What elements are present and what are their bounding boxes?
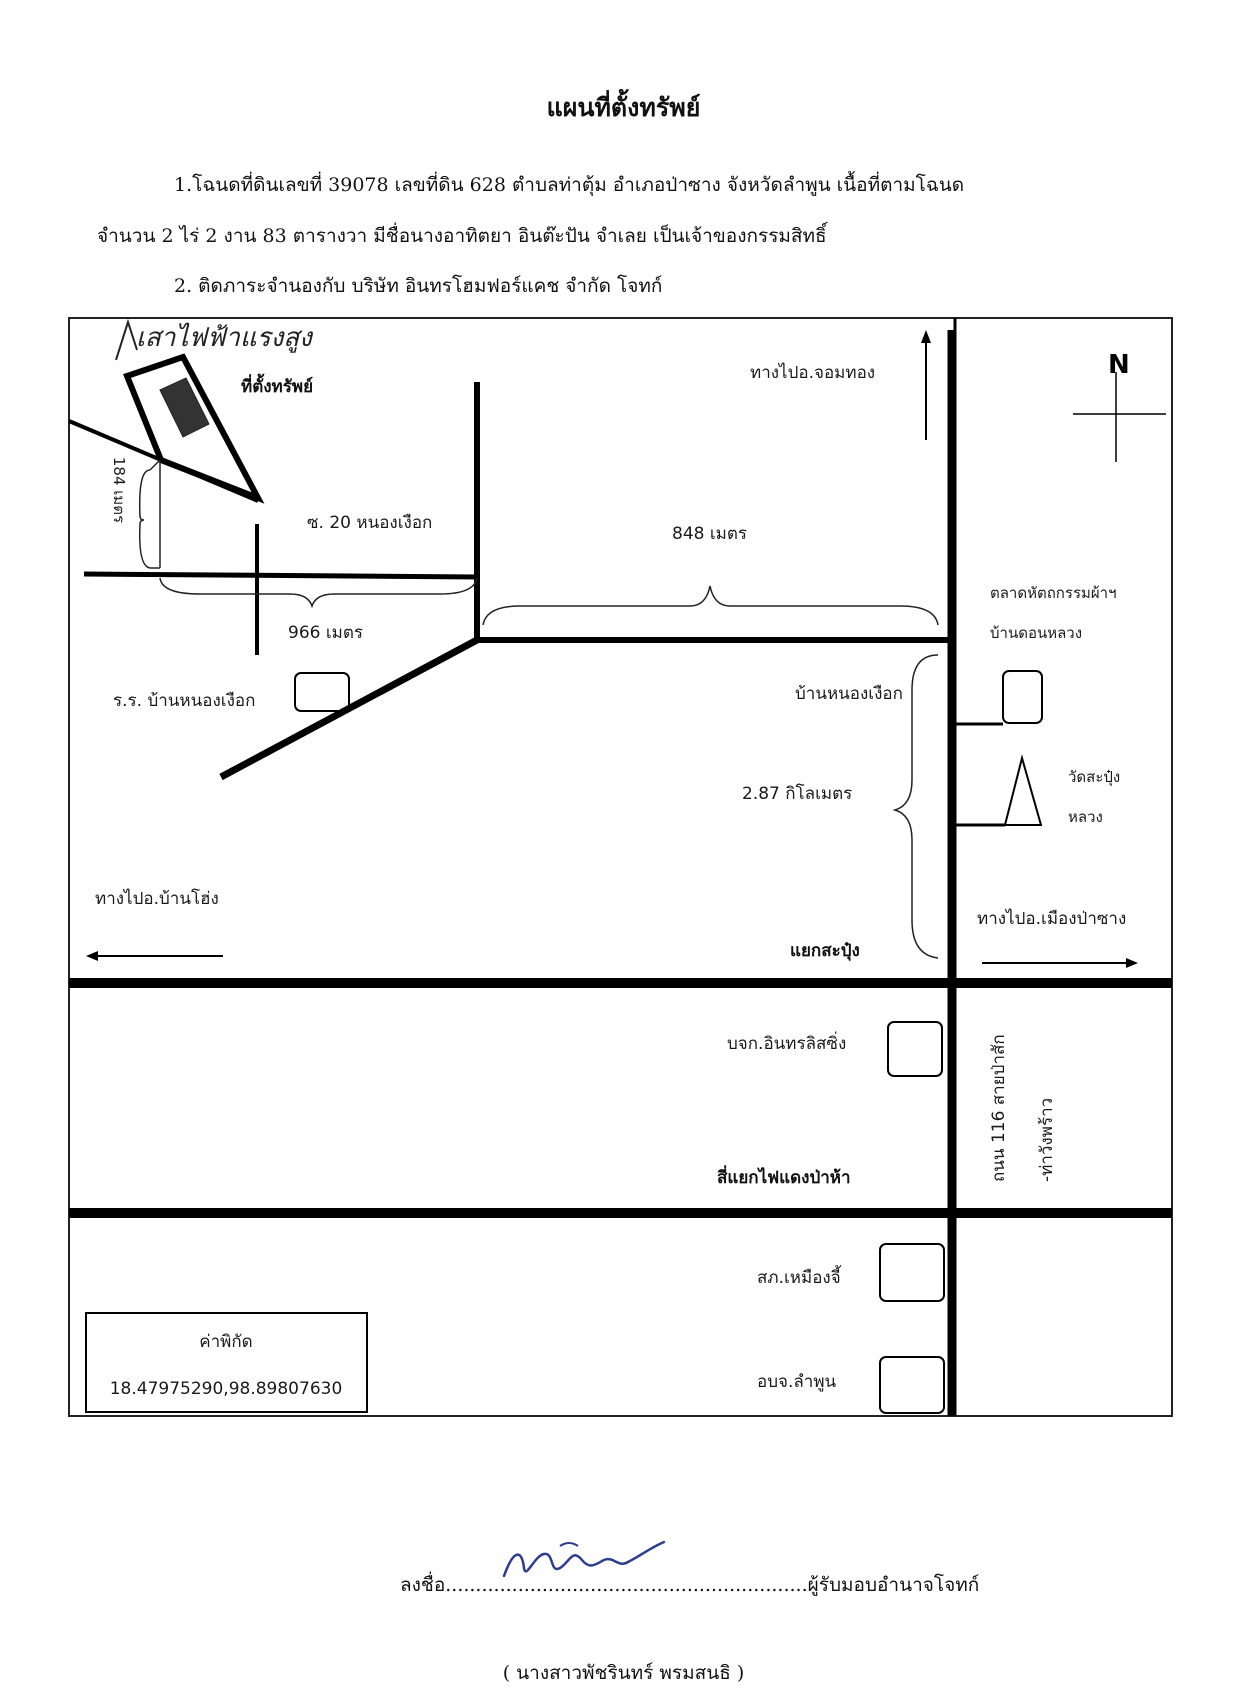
distance-848m-label: 848 เมตร	[672, 524, 747, 544]
soi-20-road	[83, 571, 478, 580]
road-116-label-line-1: ถนน 116 สายป่าสัก	[989, 1034, 1009, 1182]
district-office-symbol	[879, 1356, 945, 1414]
brace-966m	[159, 577, 478, 609]
soi-20-label: ซ. 20 หนองเงือก	[307, 513, 432, 533]
police-station-symbol	[879, 1243, 945, 1302]
handwritten-arrow-mark	[115, 318, 138, 361]
district-office-label: อบจ.ลำพูน	[757, 1372, 837, 1392]
temple-label-line-1: วัดสะปุ๋ง	[1068, 768, 1120, 787]
coordinate-box	[85, 1312, 368, 1413]
school-symbol	[294, 672, 350, 712]
to-ban-hong-label: ทางไปอ.บ้านโฮ่ง	[95, 888, 219, 909]
distance-2-87km-label: 2.87 กิโลเมตร	[742, 783, 852, 804]
signature-line: ลงชื่อ..................................…	[400, 1570, 979, 1600]
ban-nong-ngueak-label: บ้านหนองเงือก	[795, 684, 903, 704]
police-station-label: สภ.เหมืองจี้	[757, 1265, 842, 1288]
market-label-line-1: ตลาดหัตถกรรมผ้าฯ	[990, 584, 1117, 602]
property-location-label: ที่ตั้งทรัพย์	[241, 373, 313, 397]
market-label-line-2: บ้านดอนหลวง	[990, 624, 1082, 642]
traffic-light-junction-label: สี่แยกไฟแดงป่าห้า	[717, 1165, 851, 1188]
brace-184m	[138, 459, 161, 569]
brace-848m	[482, 585, 939, 626]
to-pasang-label: ทางไปอ.เมืองป่าซาง	[977, 908, 1126, 929]
temple-label-line-2: หลวง	[1068, 808, 1103, 826]
handwritten-signature	[502, 1540, 666, 1578]
sapung-junction-label: แยกสะปุ๋ง	[790, 941, 860, 961]
building-footprint	[159, 377, 210, 438]
deed-description-line-1: 1.โฉนดที่ดินเลขที่ 39078 เลขที่ดิน 628 ต…	[174, 174, 965, 196]
company-symbol	[887, 1021, 943, 1077]
signature-dots: ........................................…	[445, 1574, 808, 1596]
map-frame	[68, 317, 1173, 1417]
handwritten-power-pole-note: เสาไฟฟ้าแรงสูง	[136, 322, 314, 353]
road-116-label-line-2: -ท่าวังพร้าว	[1037, 1098, 1057, 1182]
north-arrow-head-icon	[921, 330, 931, 343]
distance-184m-label: 184 เมตร	[110, 457, 128, 523]
company-label: บจก.อินทรลิสซิ่ง	[727, 1031, 846, 1054]
coordinate-title: ค่าพิกัด	[199, 1332, 252, 1352]
page-title: แผนที่ตั้งทรัพย์	[546, 93, 701, 122]
property-parcel	[123, 353, 265, 504]
north-compass-icon: N	[1108, 350, 1130, 380]
brace-2-87km	[892, 654, 939, 959]
east-arrow-head-icon	[1126, 958, 1138, 968]
signature-prefix: ลงชื่อ	[400, 1574, 446, 1596]
signatory-name: ( นางสาวพัชรินทร์ พรมสนธิ )	[502, 1662, 745, 1684]
mortgage-description: 2. ติดภาระจำนองกับ บริษัท อินทรโฮมฟอร์แค…	[174, 275, 663, 297]
market-symbol	[1002, 670, 1043, 724]
west-arrow-head-icon	[86, 951, 98, 961]
coordinate-value: 18.47975290,98.89807630	[110, 1379, 343, 1399]
deed-description-line-2: จำนวน 2 ไร่ 2 งาน 83 ตารางวา มีชื่อนางอา…	[97, 225, 827, 247]
to-chomthong-label: ทางไปอ.จอมทอง	[750, 362, 875, 383]
school-label: ร.ร. บ้านหนองเงือก	[113, 691, 255, 711]
distance-966m-label: 966 เมตร	[288, 623, 363, 643]
temple-icon	[1003, 754, 1043, 826]
signature-role: ผู้รับมอบอำนาจโจทก์	[807, 1574, 980, 1596]
